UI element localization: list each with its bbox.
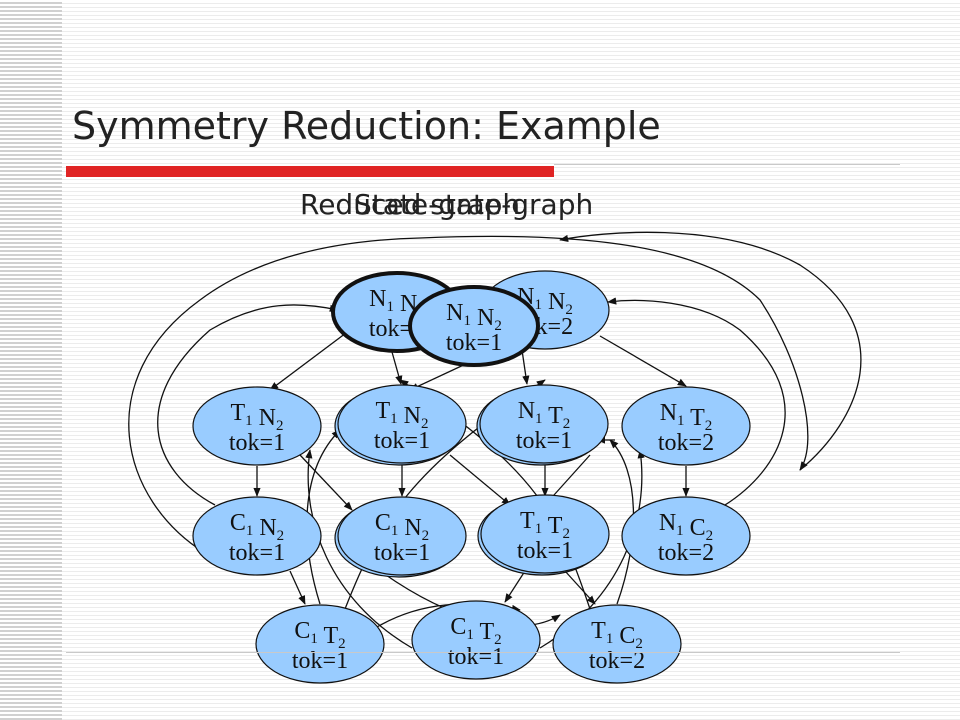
title-underline-rule [554, 164, 900, 165]
state-node-token: tok=1 [516, 428, 572, 454]
transition-curve [306, 429, 341, 605]
state-node-ellipse [621, 496, 751, 576]
state-node-ellipse [192, 386, 322, 466]
transition-curve [607, 297, 786, 506]
state-node-ellipse [480, 494, 610, 574]
state-node-ellipse [408, 285, 540, 367]
state-node-ellipse [479, 384, 609, 464]
state-node-label: N1 T2 [518, 398, 571, 432]
state-node-label: C1 T2 [450, 614, 501, 648]
transition-arrow [409, 361, 471, 391]
subtitle-reduced-state-graph: Reduced state-graph [300, 188, 594, 221]
state-node-ellipse [337, 384, 467, 464]
state-node-token: tok=1 [374, 428, 430, 454]
transition-arrow [599, 335, 687, 387]
state-node-ellipse [621, 386, 751, 466]
transition-curve [157, 304, 339, 506]
transition-arrow [449, 454, 511, 506]
title-underline-accent [66, 166, 554, 177]
state-node-token: tok=1 [229, 430, 285, 456]
state-node-token: tok=2 [658, 540, 714, 566]
state-node-ellipse [337, 496, 467, 576]
state-node-label: T1 C2 [591, 618, 643, 652]
state-node-ellipse [552, 604, 682, 684]
state-node-label: C1 T2 [294, 618, 345, 652]
bottom-rule [66, 652, 900, 653]
state-node-token: tok=1 [446, 330, 502, 356]
state-node-token: tok=2 [658, 430, 714, 456]
state-node-label: C1 N2 [230, 510, 284, 544]
subtitle-state-graph: State-graph [354, 188, 521, 221]
state-node-ellipse [255, 604, 385, 684]
state-node-token: tok=1 [229, 540, 285, 566]
transition-curve [305, 449, 413, 649]
state-node-label: N1 C2 [659, 510, 713, 544]
state-node-label: T1 T2 [520, 508, 570, 542]
decorative-side-stripe [0, 0, 62, 720]
transition-arrow [289, 570, 306, 605]
transition-curve [128, 235, 809, 554]
transition-curve [559, 231, 862, 471]
state-node-label: T1 N2 [230, 400, 283, 434]
transition-arrow [391, 351, 403, 385]
state-node-label: N1 T2 [660, 400, 713, 434]
state-node-label: N1 N2 [446, 300, 502, 334]
slide-title: Symmetry Reduction: Example [72, 104, 661, 148]
state-node-ellipse [411, 600, 541, 680]
state-node-token: tok=1 [374, 540, 430, 566]
transition-arrow [564, 570, 596, 605]
state-node-ellipse [192, 496, 322, 576]
transition-arrow [521, 349, 530, 385]
state-node-token: tok=1 [517, 538, 573, 564]
state-node-label: C1 N2 [375, 510, 429, 544]
transition-curve [609, 439, 635, 605]
state-node-label: T1 N2 [375, 398, 428, 432]
transition-arrow [504, 570, 526, 603]
transition-arrow [269, 329, 351, 391]
state-node-token: tok=1 [448, 644, 504, 670]
